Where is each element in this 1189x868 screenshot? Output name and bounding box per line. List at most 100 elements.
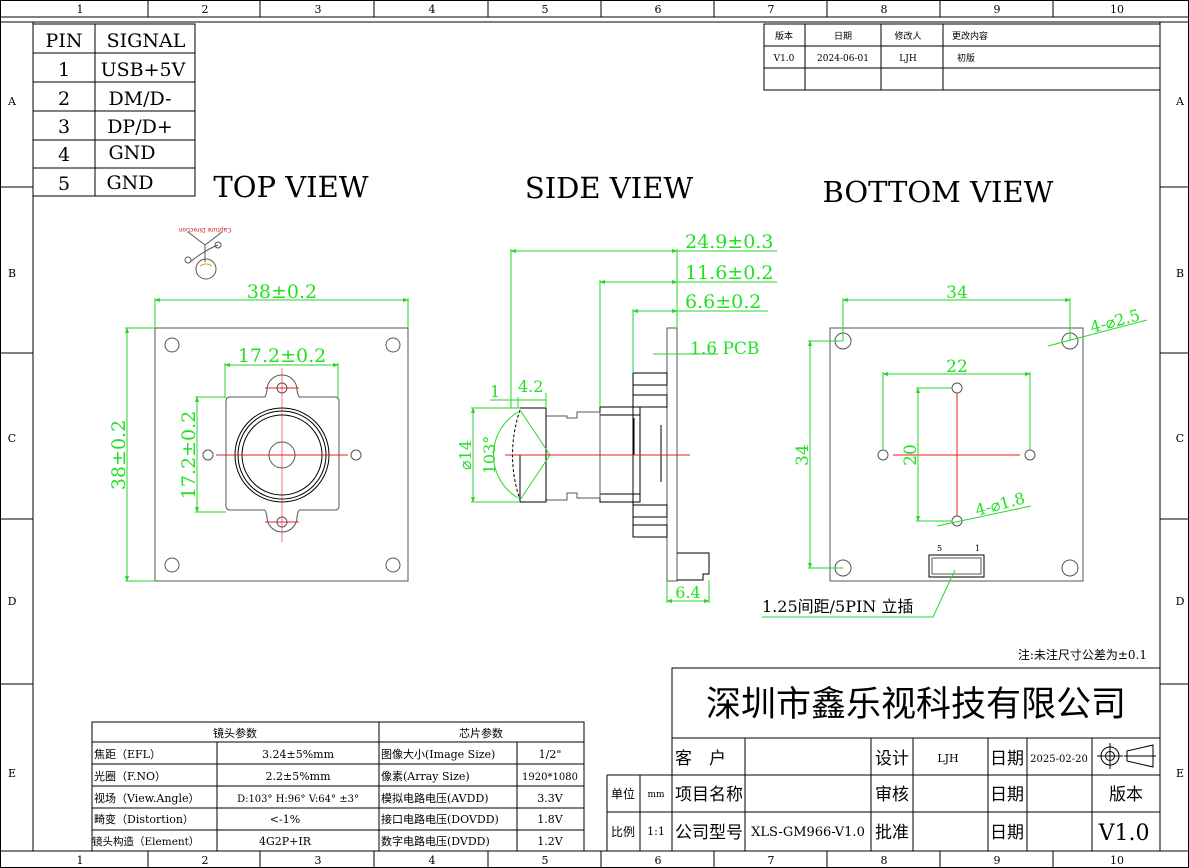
lens-offset-dimension: 1 — [490, 382, 500, 401]
connector-pin-5: 5 — [937, 544, 942, 553]
pcb-thickness-dimension: 1.6 PCB — [690, 339, 759, 359]
version-value: V1.0 — [1098, 821, 1150, 846]
project-label: 项目名称 — [675, 785, 743, 805]
projection-symbol-icon — [1097, 743, 1156, 769]
pin-number: 5 — [58, 173, 70, 195]
lens-param-label: 镜头构造（Element） — [92, 835, 199, 848]
connector-outline — [928, 554, 985, 578]
revision-header: 修改人 — [894, 30, 921, 42]
model-label: 公司型号 — [675, 823, 743, 843]
pin-signal: DP/D+ — [107, 116, 173, 138]
lens-diameter-dimension: ⌀14 — [456, 440, 475, 470]
row-label: D — [1176, 595, 1185, 608]
pin-signal: USB+5V — [101, 59, 186, 81]
field-angle-dimension: 103° — [480, 436, 499, 475]
column-label: 5 — [542, 3, 549, 16]
outer-hole-diameter: 4-⌀2.5 — [1088, 305, 1142, 336]
lens-param-label: 焦距（EFL） — [94, 748, 161, 761]
base-length-dimension: 6.6±0.2 — [685, 291, 761, 313]
design-value: LJH — [937, 752, 958, 765]
chip-param-value: 1.8V — [537, 813, 563, 826]
column-label: 4 — [429, 854, 436, 867]
chip-param-label: 像素(Array Size) — [381, 770, 470, 783]
column-label: 8 — [881, 854, 888, 867]
inner-hole-diameter: 4-⌀1.8 — [973, 488, 1027, 519]
revision-date: 2024-06-01 — [817, 54, 869, 64]
company-name: 深圳市鑫乐视科技有限公司 — [706, 685, 1126, 725]
lens-param-label: 光圈（F.NO） — [94, 769, 166, 783]
column-label: 2 — [202, 3, 209, 16]
version-label: 版本 — [1109, 785, 1143, 805]
row-label: E — [8, 767, 16, 780]
column-label: 1 — [77, 854, 84, 867]
column-label: 2 — [202, 854, 209, 867]
bottom-view-title: BOTTOM VIEW — [823, 175, 1054, 209]
bottom-view: 5 1 34 34 22 20 4-⌀2.5 4-⌀1.8 1.25间距/5PI… — [762, 283, 1148, 618]
chip-param-label: 模拟电路电压(AVDD) — [381, 791, 489, 805]
holder-width-dimension: 17.2±0.2 — [238, 345, 326, 367]
column-label: 9 — [994, 854, 1001, 867]
chip-param-label: 图像大小(Image Size) — [381, 747, 495, 761]
column-label: 9 — [994, 3, 1001, 16]
top-width-dimension: 38±0.2 — [247, 281, 317, 303]
capture-direction-label: Capture Direction — [178, 226, 231, 233]
column-label: 3 — [315, 854, 322, 867]
signal-header: SIGNAL — [107, 30, 186, 52]
lens-params-header: 镜头参数 — [213, 726, 257, 740]
chip-param-label: 数字电路电压(DVDD) — [381, 834, 490, 848]
row-label: D — [8, 595, 17, 608]
pin-number: 2 — [58, 88, 70, 110]
column-label: 8 — [881, 3, 888, 16]
pin-signal: GND — [106, 172, 153, 194]
holder-length-dimension: 11.6±0.2 — [685, 262, 773, 284]
lens-param-value: D:103° H:96° V:64° ±3° — [237, 794, 359, 805]
scale-value: 1:1 — [647, 825, 665, 838]
lens-param-value: 3.24±5%mm — [262, 748, 335, 761]
chip-param-value: 1.2V — [537, 835, 563, 848]
row-label: B — [8, 267, 16, 280]
revision-header: 版本 — [775, 30, 793, 42]
inner-hole-spacing-v: 20 — [901, 444, 921, 466]
outer-hole-spacing-v: 34 — [793, 444, 813, 466]
lens-param-value: <-1% — [270, 813, 300, 826]
row-label: B — [1176, 267, 1184, 280]
revision-header: 日期 — [834, 31, 852, 42]
pin-number: 4 — [58, 144, 70, 166]
row-label: C — [8, 432, 16, 445]
revision-header: 更改内容 — [952, 30, 988, 42]
holder-height-dimension: 17.2±0.2 — [178, 411, 200, 499]
top-height-dimension: 38±0.2 — [108, 420, 130, 490]
chip-param-value: 3.3V — [537, 792, 563, 805]
lens-param-label: 视场（View.Angle） — [94, 791, 199, 805]
revision-table: 版本 日期 修改人 更改内容 V1.0 2024-06-01 LJH 初版 — [763, 23, 1161, 91]
chip-param-value: 1/2" — [539, 748, 562, 761]
column-label: 6 — [655, 854, 662, 867]
revision-content: 初版 — [957, 52, 975, 64]
lens-param-value: 4G2P+IR — [259, 835, 312, 848]
customer-label: 客 户 — [675, 749, 726, 769]
date-label: 日期 — [990, 749, 1024, 769]
review-label: 审核 — [875, 785, 909, 805]
date-value: 2025-02-20 — [1030, 754, 1088, 765]
model-value: XLS-GM966-V1.0 — [751, 825, 865, 840]
column-label: 7 — [768, 3, 775, 16]
tolerance-note: 注:未注尺寸公差为±0.1 — [1018, 647, 1147, 662]
chip-param-label: 接口电路电压(DOVDD) — [381, 813, 499, 826]
revision-version: V1.0 — [773, 54, 795, 64]
pin-number: 1 — [58, 59, 70, 81]
lens-holder-outline — [225, 374, 340, 533]
capture-direction-icon: Capture Direction — [178, 226, 231, 280]
pin-number: 3 — [58, 116, 70, 138]
column-label: 6 — [655, 3, 662, 16]
side-view-title: SIDE VIEW — [525, 171, 694, 205]
column-label: 3 — [315, 3, 322, 16]
unit-label: 单位 — [611, 786, 635, 801]
column-label: 7 — [768, 854, 775, 867]
column-label: 10 — [1110, 3, 1124, 16]
pin-signal: DM/D- — [108, 88, 171, 110]
pin-signal: GND — [108, 142, 155, 164]
review-date-label: 日期 — [990, 785, 1024, 805]
chip-params-header: 芯片参数 — [459, 726, 503, 740]
design-label: 设计 — [875, 749, 909, 769]
